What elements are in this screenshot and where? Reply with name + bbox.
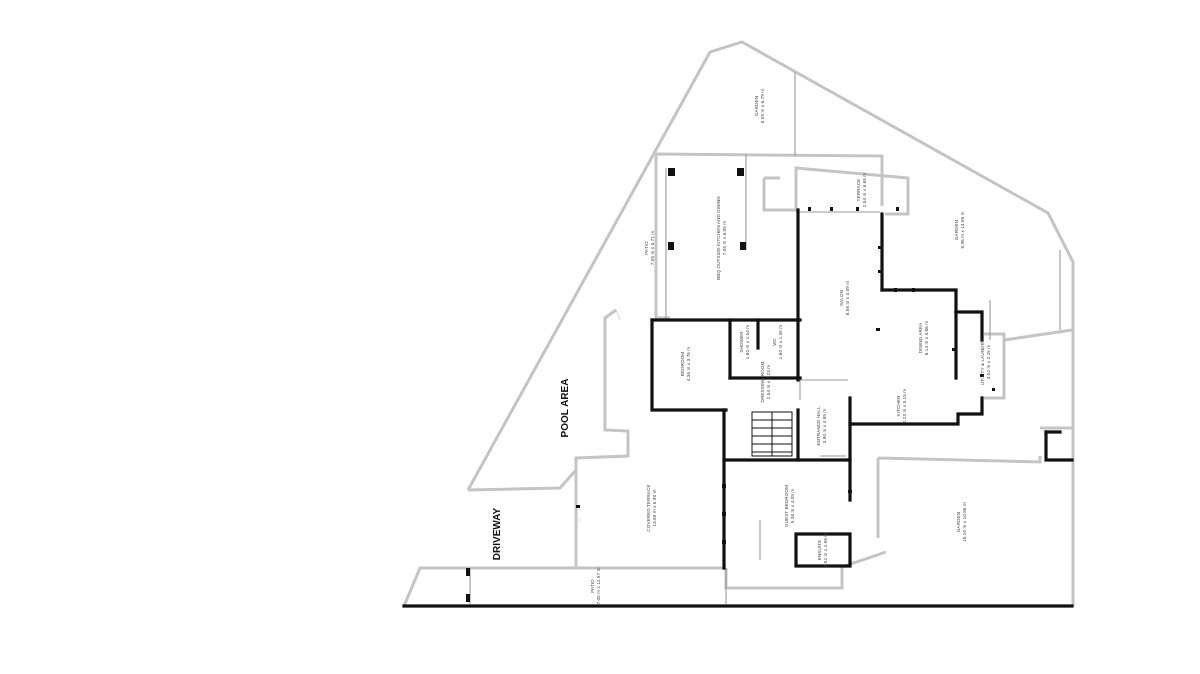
svg-text:BEDROOM: BEDROOM — [680, 352, 685, 377]
room-patio-bottom: PATIO 7.05 m x 12.57 m — [590, 567, 601, 604]
columns — [466, 168, 995, 602]
svg-text:GARDEN: GARDEN — [754, 96, 759, 116]
svg-text:GUEST BEDROOM: GUEST BEDROOM — [784, 485, 789, 527]
room-labels: GARDEN 5.05 m x 6.79 m BBQ OUTSIDE KITCH… — [590, 89, 991, 605]
svg-text:3.90 m x 4.89 m: 3.90 m x 4.89 m — [822, 409, 827, 444]
room-wc: WC 1.60 m x 1.35 m — [772, 325, 783, 360]
svg-text:TERRACE: TERRACE — [856, 179, 861, 202]
thin-lines — [469, 72, 1061, 604]
room-salon: SALON 8.56 m x 4.09 m — [839, 281, 850, 316]
walls — [402, 208, 1074, 608]
svg-text:7.05 m x 12.57 m: 7.05 m x 12.57 m — [596, 567, 601, 604]
svg-text:8.56 m x 4.09 m: 8.56 m x 4.09 m — [845, 281, 850, 316]
room-guest-bedroom: GUEST BEDROOM 5.36 m x 4.09 m — [784, 485, 795, 527]
svg-text:SALON: SALON — [839, 290, 844, 306]
room-shower: SHOWER 1.60 m x 1.54 m — [739, 325, 750, 360]
svg-text:7.05 m x 6.05 m: 7.05 m x 6.05 m — [722, 221, 727, 256]
svg-text:1.60 m x 1.54 m: 1.60 m x 1.54 m — [745, 325, 750, 360]
room-bbq: BBQ OUTSIDE KITCHEN AND DINING 7.05 m x … — [716, 196, 727, 280]
svg-text:GARDEN: GARDEN — [956, 512, 961, 532]
pool-area-label: POOL AREA — [560, 379, 571, 438]
svg-text:ENTRANCE HALL: ENTRANCE HALL — [816, 406, 821, 446]
room-patio-left: PATIO 7.05 m x 6.71 m — [644, 231, 655, 266]
svg-text:4.36 m x 3.76 m: 4.36 m x 3.76 m — [686, 347, 691, 382]
room-terrace: TERRACE 2.54 m x 6.65 m — [856, 173, 867, 208]
room-ensuite: ENSUITE 4.52 m x 2.58 m — [817, 533, 828, 568]
svg-text:SHOWER: SHOWER — [739, 331, 744, 353]
svg-text:KITCHEN: KITCHEN — [896, 396, 901, 417]
svg-text:16.20 m x 10.86 m: 16.20 m x 10.86 m — [962, 502, 967, 542]
svg-text:DRESSING ROOM: DRESSING ROOM — [760, 362, 765, 403]
area-labels: POOL AREA DRIVEWAY — [492, 379, 571, 561]
room-garden-bottom: GARDEN 16.20 m x 10.86 m — [956, 502, 967, 542]
room-dining: DINING AREA 6.14 m x 4.66 m — [918, 321, 929, 356]
room-utility: UTILITY & LAUNDRY 4.52 m x 2.25 m — [980, 339, 991, 385]
room-entrance: ENTRANCE HALL 3.90 m x 4.89 m — [816, 406, 827, 446]
svg-text:1.60 m x 1.35 m: 1.60 m x 1.35 m — [778, 325, 783, 360]
svg-text:COVERED TERRACE: COVERED TERRACE — [646, 484, 651, 531]
room-garden-top: GARDEN 5.05 m x 6.79 m — [754, 89, 765, 124]
svg-text:2.23 m x 5.15 m: 2.23 m x 5.15 m — [902, 389, 907, 424]
room-covered-terrace: COVERED TERRACE 13.69 m x 6.90 m — [646, 484, 657, 531]
svg-text:DINING AREA: DINING AREA — [918, 322, 923, 354]
svg-text:2.54 m x 6.65 m: 2.54 m x 6.65 m — [862, 173, 867, 208]
svg-text:2.54 m x 2.23 m: 2.54 m x 2.23 m — [766, 365, 771, 400]
svg-text:5.05 m x 6.79 m: 5.05 m x 6.79 m — [760, 89, 765, 124]
site-boundary — [402, 40, 1075, 607]
svg-text:BBQ OUTSIDE KITCHEN AND DINING: BBQ OUTSIDE KITCHEN AND DINING — [716, 196, 721, 280]
svg-text:PATIO: PATIO — [590, 579, 595, 593]
svg-text:13.69 m x 6.90 m: 13.69 m x 6.90 m — [652, 489, 657, 526]
svg-text:UTILITY & LAUNDRY: UTILITY & LAUNDRY — [980, 339, 985, 385]
svg-text:4.52 m x 2.25 m: 4.52 m x 2.25 m — [986, 345, 991, 380]
svg-text:PATIO: PATIO — [644, 241, 649, 255]
room-dressing: DRESSING ROOM 2.54 m x 2.23 m — [760, 362, 771, 403]
room-bedroom: BEDROOM 4.36 m x 3.76 m — [680, 347, 691, 382]
svg-text:4.52 m x 2.58 m: 4.52 m x 2.58 m — [823, 533, 828, 568]
svg-text:7.05 m x 6.71 m: 7.05 m x 6.71 m — [650, 231, 655, 266]
svg-text:ENSUITE: ENSUITE — [817, 540, 822, 561]
driveway-label: DRIVEWAY — [492, 507, 503, 560]
room-kitchen: KITCHEN 2.23 m x 5.15 m — [896, 389, 907, 424]
svg-text:GARDEN: GARDEN — [954, 220, 959, 240]
svg-text:5.36 m x 4.09 m: 5.36 m x 4.09 m — [790, 489, 795, 524]
svg-text:6.14 m x 4.66 m: 6.14 m x 4.66 m — [924, 321, 929, 356]
staircase — [751, 411, 793, 457]
svg-text:WC: WC — [772, 337, 777, 345]
svg-text:8.96 m x 14.95 m: 8.96 m x 14.95 m — [960, 211, 965, 248]
room-garden-right: GARDEN 8.96 m x 14.95 m — [954, 211, 965, 248]
